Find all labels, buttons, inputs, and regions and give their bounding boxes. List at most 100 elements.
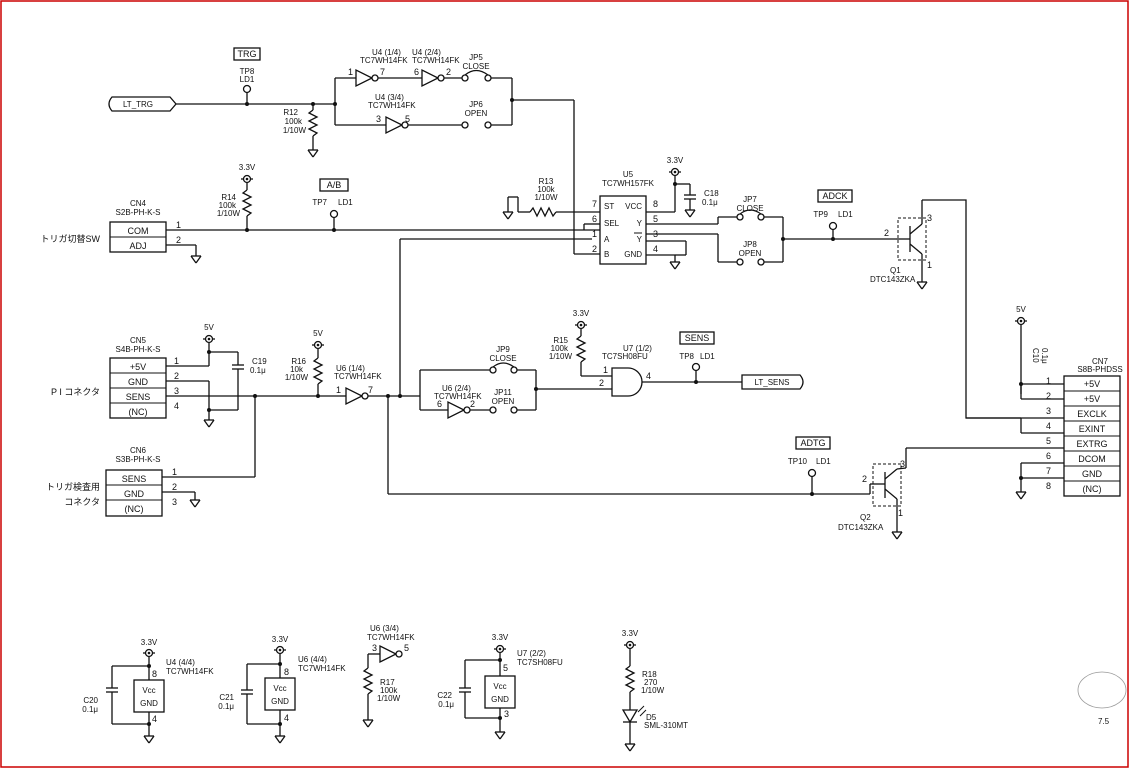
u5-chip xyxy=(599,195,647,265)
cn4-pin-adj: ADJ xyxy=(129,241,146,251)
r16-power: 1/10W xyxy=(285,373,309,382)
r14-value: 100k xyxy=(219,201,237,210)
u4b-inverter xyxy=(421,68,440,88)
u7b-gnd: GND xyxy=(491,695,509,704)
jp5-state: CLOSE xyxy=(462,62,489,71)
u7b-pin3: 3 xyxy=(504,709,509,719)
r17-resistor xyxy=(362,667,374,695)
u4d-supply: 3.3V xyxy=(141,638,158,647)
cn5-part: S4B-PH-K-S xyxy=(116,345,161,354)
c19-value: 0.1μ xyxy=(250,366,266,375)
cn7-ref: CN7 xyxy=(1092,357,1109,366)
q2-ref: Q2 xyxy=(860,513,871,522)
q2-part: DTC143ZKA xyxy=(838,523,884,532)
r18-ref: R18 xyxy=(642,670,657,679)
cn4-part: S2B-PH-K-S xyxy=(116,208,161,217)
u5-part: TC7WH157FK xyxy=(602,179,655,188)
cn6-pin1-num: 1 xyxy=(172,467,177,477)
u7b-ref: U7 (2/2) xyxy=(517,649,546,658)
cn6-part: S3B-PH-K-S xyxy=(116,455,161,464)
jp7-ref: JP7 xyxy=(743,195,757,204)
u7a-part: TC7SH08FU xyxy=(602,352,648,361)
lt-sens-text: LT_SENS xyxy=(755,378,790,387)
jp5-pad-a xyxy=(461,74,469,82)
u4d-part: TC7WH14FK xyxy=(166,667,214,676)
jp7-state: CLOSE xyxy=(736,204,763,213)
adtg-flag xyxy=(795,436,831,450)
u6a-pin-in: 1 xyxy=(336,385,341,395)
d5-ref: D5 xyxy=(646,713,657,722)
c21-ref: C21 xyxy=(219,693,234,702)
cn7-pin-num: 8 xyxy=(1046,481,1051,491)
u7a-pin2: 2 xyxy=(599,378,604,388)
u4a-ref: U4 (1/4) xyxy=(372,48,401,57)
u7b-supply: 3.3V xyxy=(492,633,509,642)
ab-tp-label: TP7 xyxy=(312,198,327,207)
jp9-pad-b xyxy=(510,366,518,374)
u5-pin-sel: SEL xyxy=(604,219,620,228)
jp7-pad-a xyxy=(736,213,744,221)
u5-ref: U5 xyxy=(623,170,634,179)
jp7-pad-b xyxy=(757,213,765,221)
cn7-pin-name: DCOM xyxy=(1078,454,1106,464)
u6d-pin4: 4 xyxy=(284,713,289,723)
u7a-pin1: 1 xyxy=(603,365,608,375)
u7b-vcc: Vcc xyxy=(493,682,506,691)
r18-value: 270 xyxy=(644,678,658,687)
u4a-pin-out: 7 xyxy=(380,67,385,77)
q2-pin3: 3 xyxy=(900,459,905,469)
cn7-pin-num: 5 xyxy=(1046,436,1051,446)
u7b-decoupling: 3.3V C22 0.1μ Vcc GND 5 3 U7 (2/2) TC7SH… xyxy=(437,633,563,740)
u5-pin-st: ST xyxy=(604,202,614,211)
ab-flag xyxy=(319,178,349,192)
r15-power: 1/10W xyxy=(549,352,573,361)
u4b-ref: U4 (2/4) xyxy=(412,48,441,57)
adck-flag xyxy=(817,189,853,203)
u4d-pin8: 8 xyxy=(152,669,157,679)
u7b-pin5: 5 xyxy=(503,663,508,673)
cn7-pin-name: (NC) xyxy=(1083,484,1102,494)
cn5-pin4-num: 4 xyxy=(174,401,179,411)
cn5-pin-nc: (NC) xyxy=(129,407,148,417)
tp10-testpoint xyxy=(807,468,817,478)
u6a-part: TC7WH14FK xyxy=(334,372,382,381)
jp8-ref: JP8 xyxy=(743,240,757,249)
trg-section: TRG TP8 LD1 LT_TRG R12 100k 1/10W U4 (1/… xyxy=(108,47,592,240)
u6a-ref: U6 (1/4) xyxy=(336,364,365,373)
trg-tp-label: TP8 xyxy=(240,67,255,76)
q1-pin2: 2 xyxy=(884,228,889,238)
cn5-side-label: P I コネクタ xyxy=(51,387,100,397)
u5-pin2: 2 xyxy=(592,244,597,254)
cn4-pin1-num: 1 xyxy=(176,220,181,230)
jp5-pad-b xyxy=(484,74,492,82)
cn7-pin-num: 4 xyxy=(1046,421,1051,431)
jp9-state: CLOSE xyxy=(489,354,516,363)
r17-power: 1/10W xyxy=(377,694,401,703)
u6b-pin-in: 6 xyxy=(437,399,442,409)
led-indicator: 3.3V R18 270 1/10W D5 SML-310MT xyxy=(622,629,688,752)
u6b-ref: U6 (2/4) xyxy=(442,384,471,393)
u5-pin4: 4 xyxy=(653,244,658,254)
u4c-inverter xyxy=(385,115,404,135)
cn5-supply-label: 5V xyxy=(204,323,214,332)
ab-flag-text: A/B xyxy=(327,180,342,190)
cn6-ref: CN6 xyxy=(130,446,147,455)
u6d-supply: 3.3V xyxy=(272,635,289,644)
cn5-section: CN5 S4B-PH-K-S P I コネクタ +5V GND SENS (NC… xyxy=(51,323,340,428)
cn7-pin-num: 3 xyxy=(1046,406,1051,416)
r16-resistor xyxy=(312,357,324,385)
cn6-pin3-num: 3 xyxy=(172,497,177,507)
u6d-part: TC7WH14FK xyxy=(298,664,346,673)
r14-ref: R14 xyxy=(221,193,236,202)
u5-pin6: 6 xyxy=(592,214,597,224)
u4b-pin-out: 2 xyxy=(446,67,451,77)
sens-section: 5V R16 10k 1/10W U6 (1/4) TC7WH14FK 1 7 … xyxy=(285,238,804,494)
r13-ref: R13 xyxy=(539,177,554,186)
u4a-part: TC7WH14FK xyxy=(360,56,408,65)
ab-tp-sub: LD1 xyxy=(338,198,353,207)
cn7-pin-num: 2 xyxy=(1046,391,1051,401)
u6c-pin-in: 3 xyxy=(372,643,377,653)
u7a-and-gate xyxy=(611,367,643,397)
u4b-pin-in: 6 xyxy=(414,67,419,77)
